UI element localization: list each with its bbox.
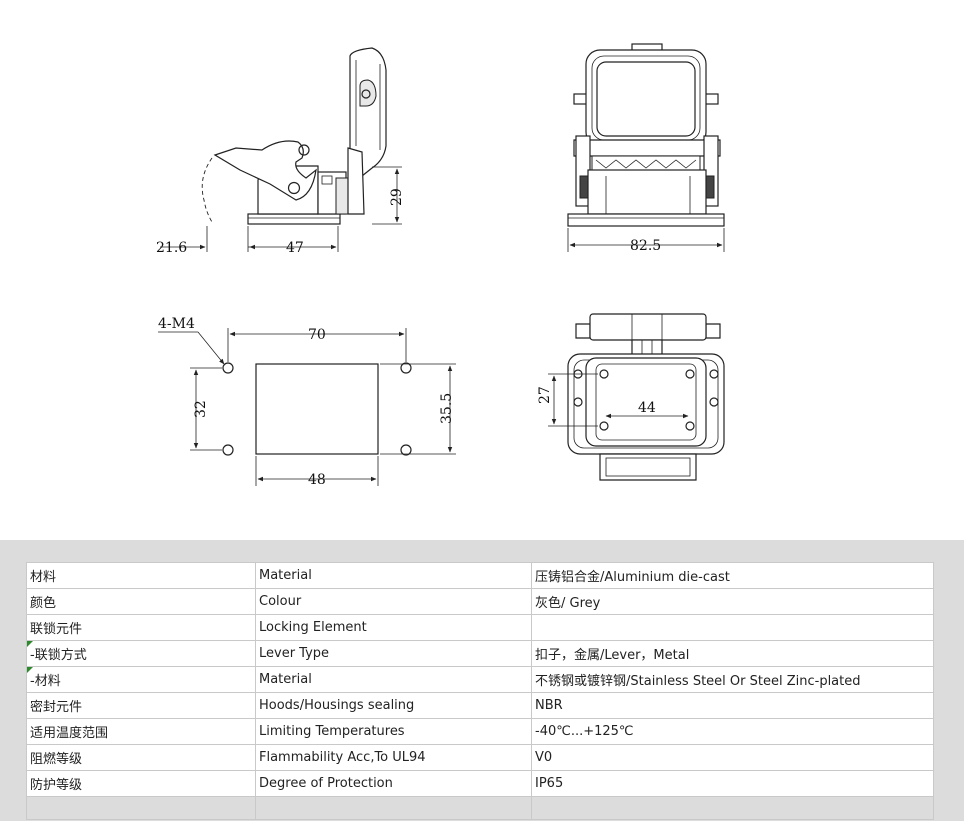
spec-zh: 防护等级 [26, 770, 256, 797]
spec-value: IP65 [531, 770, 934, 797]
spec-row-lever-material: -材料 Material 不锈钢或镀锌钢/Stainless Steel Or … [26, 666, 934, 693]
spec-en: Locking Element [255, 614, 532, 641]
technical-drawing: 21.6 47 29 82 [156, 43, 725, 488]
spec-row-sealing: 密封元件 Hoods/Housings sealing NBR [26, 692, 934, 719]
spec-en: Lever Type [255, 640, 532, 667]
spec-en: Degree of Protection [255, 770, 532, 797]
dim-bottom-height: 27 [537, 386, 553, 404]
dim-side-height: 29 [389, 188, 405, 206]
dim-cutout-height: 35.5 [439, 393, 455, 424]
spec-en: Material [255, 562, 532, 589]
dim-cutout-width: 48 [308, 472, 326, 488]
spec-zh: 材料 [26, 562, 256, 589]
spec-row-lever-type: -联锁方式 Lever Type 扣子，金属/Lever，Metal [26, 640, 934, 667]
spec-value: -40℃...+125℃ [531, 718, 934, 745]
bottom-view: 27 44 [537, 313, 725, 481]
spec-en: Material [255, 666, 532, 693]
spec-en: Colour [255, 588, 532, 615]
dim-side-base-width: 47 [286, 240, 304, 256]
spec-zh: -材料 [26, 666, 256, 693]
spec-section: 材料 Material 压铸铝合金/Aluminium die-cast 颜色 … [0, 540, 964, 821]
spec-en: Flammability Acc,To UL94 [255, 744, 532, 771]
spec-row-colour: 颜色 Colour 灰色/ Grey [26, 588, 934, 615]
spec-en: Hoods/Housings sealing [255, 692, 532, 719]
spec-row-empty [26, 796, 934, 820]
dim-hole-pitch-y: 32 [193, 400, 209, 418]
spec-value: NBR [531, 692, 934, 719]
dim-front-width: 82.5 [630, 238, 661, 254]
spec-zh: -联锁方式 [26, 640, 256, 667]
dim-bottom-width: 44 [638, 400, 656, 416]
spec-zh: 颜色 [26, 588, 256, 615]
spec-row-locking-element: 联锁元件 Locking Element [26, 614, 934, 641]
spec-row-protection: 防护等级 Degree of Protection IP65 [26, 770, 934, 797]
dim-hole-pitch-x: 70 [308, 327, 326, 343]
spec-zh: 阻燃等级 [26, 744, 256, 771]
spec-row-temperature: 适用温度范围 Limiting Temperatures -40℃...+125… [26, 718, 934, 745]
spec-zh: 适用温度范围 [26, 718, 256, 745]
spec-row-flammability: 阻燃等级 Flammability Acc,To UL94 V0 [26, 744, 934, 771]
spec-zh: 联锁元件 [26, 614, 256, 641]
spec-value: V0 [531, 744, 934, 771]
spec-value: 扣子，金属/Lever，Metal [531, 640, 934, 667]
spec-table: 材料 Material 压铸铝合金/Aluminium die-cast 颜色 … [26, 562, 934, 820]
cutout-view: 4-M4 70 32 35.5 48 [158, 316, 456, 488]
front-view: 82.5 [567, 43, 725, 254]
dim-side-offset: 21.6 [156, 240, 187, 256]
spec-value: 压铸铝合金/Aluminium die-cast [531, 562, 934, 589]
spec-value [531, 614, 934, 641]
spec-value: 灰色/ Grey [531, 588, 934, 615]
dim-hole-label: 4-M4 [158, 316, 195, 332]
spec-en: Limiting Temperatures [255, 718, 532, 745]
spec-row-material: 材料 Material 压铸铝合金/Aluminium die-cast [26, 562, 934, 589]
spec-value: 不锈钢或镀锌钢/Stainless Steel Or Steel Zinc-pl… [531, 666, 934, 693]
side-view: 21.6 47 29 [156, 47, 405, 256]
spec-zh: 密封元件 [26, 692, 256, 719]
